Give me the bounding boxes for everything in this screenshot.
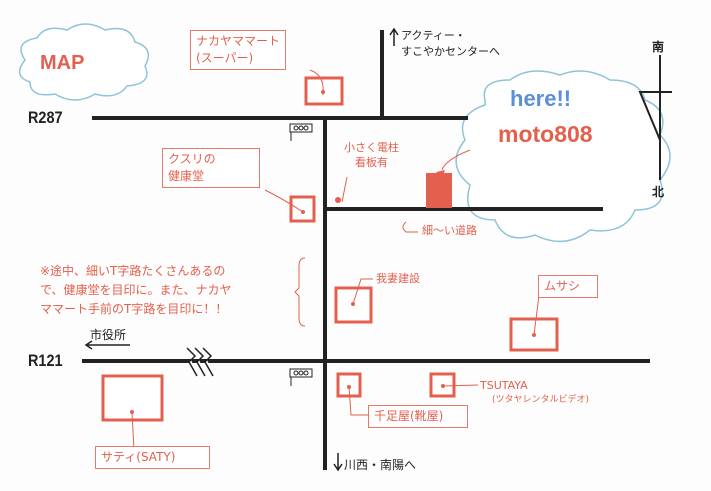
building-kusuri	[289, 195, 316, 223]
label-saty: サティ(SATY)	[95, 446, 210, 469]
traffic-signal-icon	[289, 123, 313, 141]
route-note-line2: で、健康堂を目印に。また、ナカヤ	[40, 283, 232, 297]
route-note-line1: ※途中、細いT字路たくさんあるの	[40, 264, 226, 278]
route-note: ※途中、細いT字路たくさんあるの で、健康堂を目印に。また、ナカヤ ママート手前…	[40, 262, 232, 319]
direction-north: アクティー・ すこやかセンターへ	[401, 28, 500, 60]
label-nakayama: ナカヤママート (スーパー)	[190, 30, 287, 70]
traffic-signal-icon	[289, 368, 313, 386]
label-tsutaya-sub: (ツタヤレンタルビデオ)	[492, 395, 590, 405]
road-label-r121: R121	[28, 351, 63, 370]
road-break-mark	[186, 347, 214, 377]
here-label: here!!	[510, 86, 572, 111]
direction-north-line2: すこやかセンターへ	[401, 45, 500, 58]
map-title: MAP	[40, 52, 85, 74]
arrow-down-icon	[333, 453, 343, 472]
label-kusuri-line2: 健康堂	[168, 169, 205, 183]
arrow-left-icon	[84, 340, 130, 350]
destination-cloud	[455, 70, 671, 243]
label-senzokuya: 千足屋(靴屋)	[368, 405, 468, 428]
compass-icon	[638, 55, 672, 180]
label-narrow-road: 細〜い道路	[422, 224, 477, 237]
road-label-r287: R287	[28, 108, 63, 127]
label-kusuri: クスリの 健康堂	[162, 148, 260, 188]
building-moto808	[426, 173, 452, 208]
label-pole-sign: 小さく電柱 看板有	[344, 140, 399, 170]
direction-north-line1: アクティー・	[401, 29, 466, 42]
label-pole-line1: 小さく電柱	[344, 141, 399, 154]
label-kusuri-line1: クスリの	[168, 152, 216, 166]
destination-name: moto808	[498, 121, 593, 147]
label-musashi: ムサシ	[538, 275, 598, 298]
label-wagatsuma: 我妻建設	[376, 272, 420, 285]
compass-south: 南	[652, 40, 665, 54]
direction-west: 市役所	[90, 328, 127, 342]
label-tsutaya-name: TSUTAYA	[480, 379, 528, 392]
label-nakayama-line1: ナカヤママート	[196, 34, 281, 48]
route-note-line3: ママート手前のT字路を目印に！！	[40, 302, 228, 316]
label-nakayama-line2: (スーパー)	[196, 51, 254, 65]
label-pole-line2: 看板有	[355, 156, 388, 169]
arrow-up-icon	[389, 27, 399, 46]
building-saty	[101, 374, 164, 422]
label-tsutaya: TSUTAYA (ツタヤレンタルビデオ)	[480, 378, 589, 408]
map-title-cloud	[18, 23, 150, 101]
compass-north: 北	[652, 185, 665, 199]
direction-south: 川西・南陽へ	[344, 458, 417, 472]
